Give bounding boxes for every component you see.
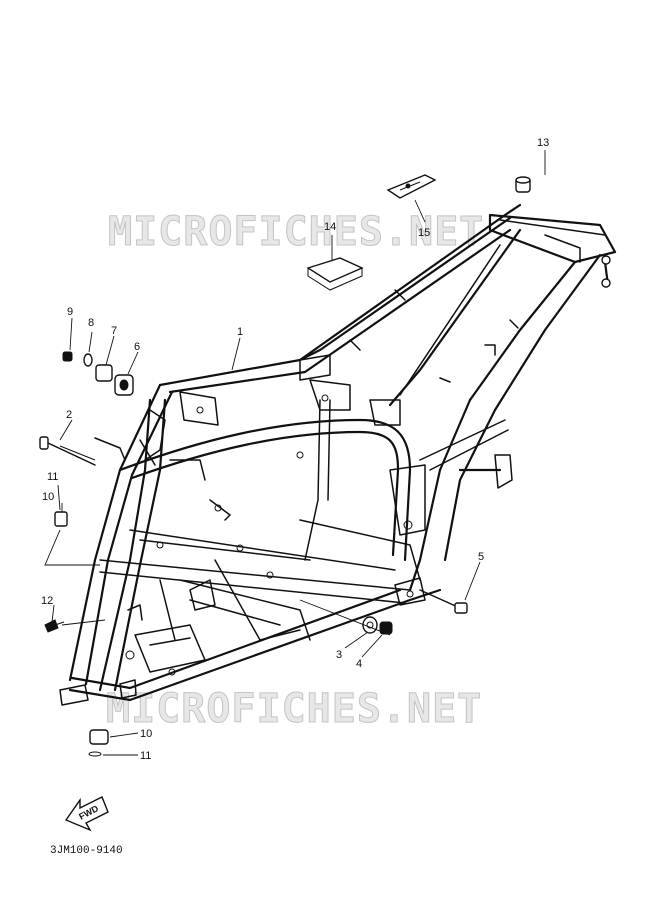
fwd-arrow-icon: FWD xyxy=(64,796,109,832)
part-10-collar-upper xyxy=(54,511,68,527)
callout-15: 15 xyxy=(418,227,430,239)
callout-11-upper: 11 xyxy=(47,471,58,483)
part-4-nut xyxy=(379,621,393,635)
callout-1: 1 xyxy=(237,326,243,338)
part-15-damper xyxy=(386,174,437,199)
part-13-bushing xyxy=(515,176,531,193)
watermark-top: MICROFICHES.NET xyxy=(108,209,484,255)
callout-6: 6 xyxy=(134,341,140,353)
diagram-code: 3JM100-9140 xyxy=(50,845,123,857)
frame-assembly xyxy=(59,203,617,706)
callout-12: 12 xyxy=(41,595,53,607)
callout-10-upper: 10 xyxy=(42,491,54,503)
callout-2: 2 xyxy=(66,409,72,421)
part-2-bolt xyxy=(39,436,96,466)
callout-13: 13 xyxy=(537,137,549,149)
callout-5: 5 xyxy=(478,551,484,563)
part-6-bushing xyxy=(114,374,134,396)
part-9-nut xyxy=(62,351,73,362)
callout-4: 4 xyxy=(356,658,362,670)
callout-11-lower: 11 xyxy=(140,750,151,762)
watermark-bottom: MICROFICHES.NET xyxy=(106,686,482,732)
leader-lines xyxy=(44,150,546,756)
part-7-collar xyxy=(95,364,113,382)
callout-9: 9 xyxy=(67,306,73,318)
callout-3: 3 xyxy=(336,649,342,661)
part-14-pad xyxy=(306,257,364,291)
callout-labels: 1 2 3 4 5 6 7 8 9 10 11 10 11 12 13 14 1… xyxy=(41,137,549,762)
part-12-bolt xyxy=(44,619,65,633)
part-10-collar-lower xyxy=(89,729,109,745)
callout-7: 7 xyxy=(111,325,117,337)
part-11-clip-lower xyxy=(88,751,102,757)
part-5-bolt xyxy=(419,589,468,614)
part-8-washer xyxy=(83,353,93,367)
callout-10-lower: 10 xyxy=(140,728,152,740)
callout-8: 8 xyxy=(88,317,94,329)
callout-14: 14 xyxy=(324,221,336,233)
